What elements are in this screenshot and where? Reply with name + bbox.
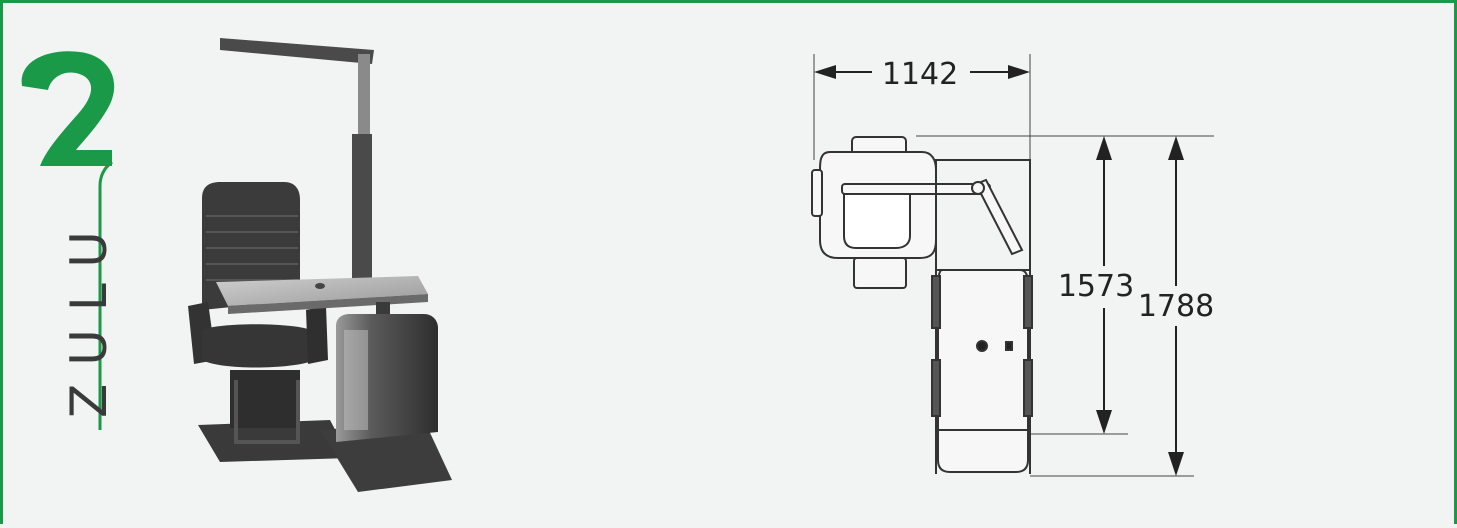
outer-depth-label: 1788 [1138, 289, 1214, 324]
width-dimension-label: 1142 [882, 57, 958, 92]
outer-depth-arrow-bottom [1168, 452, 1184, 476]
plan-view-drawing: 1142 1573 1788 [811, 54, 1214, 477]
lamp-pole [352, 134, 372, 284]
cabinet-panel [344, 330, 368, 430]
inner-depth-arrow-top [1096, 136, 1112, 160]
chair-armrest-right [306, 306, 328, 364]
chair-seat [202, 324, 316, 368]
inner-depth-label: 1573 [1058, 269, 1134, 304]
inner-depth-arrow-bottom [1096, 410, 1112, 434]
chair-foot-rail [234, 380, 300, 444]
plan-cabinet [931, 269, 1033, 473]
backrest-stitching [206, 215, 298, 281]
instrument-table-edge [228, 294, 428, 314]
plan-chair [811, 136, 937, 289]
chair-backrest [202, 182, 300, 310]
plan-arm [841, 178, 1024, 256]
product-photo [188, 38, 452, 492]
brand-logo-mark [21, 51, 115, 430]
lamp-arm [220, 38, 374, 64]
brand-wordmark: ZULU [60, 213, 118, 418]
width-arrow-left-head [814, 65, 836, 79]
table-hole [315, 283, 325, 289]
logo-accent-line [98, 160, 113, 430]
chair-column [230, 370, 300, 428]
brand-logo: ZULU [0, 0, 140, 524]
width-arrow-right-head [1008, 65, 1030, 79]
logo-two-icon [21, 51, 115, 166]
outer-depth-arrow-top [1168, 136, 1184, 160]
lamp-pole-upper [358, 54, 370, 144]
instrument-table-top [216, 276, 428, 306]
